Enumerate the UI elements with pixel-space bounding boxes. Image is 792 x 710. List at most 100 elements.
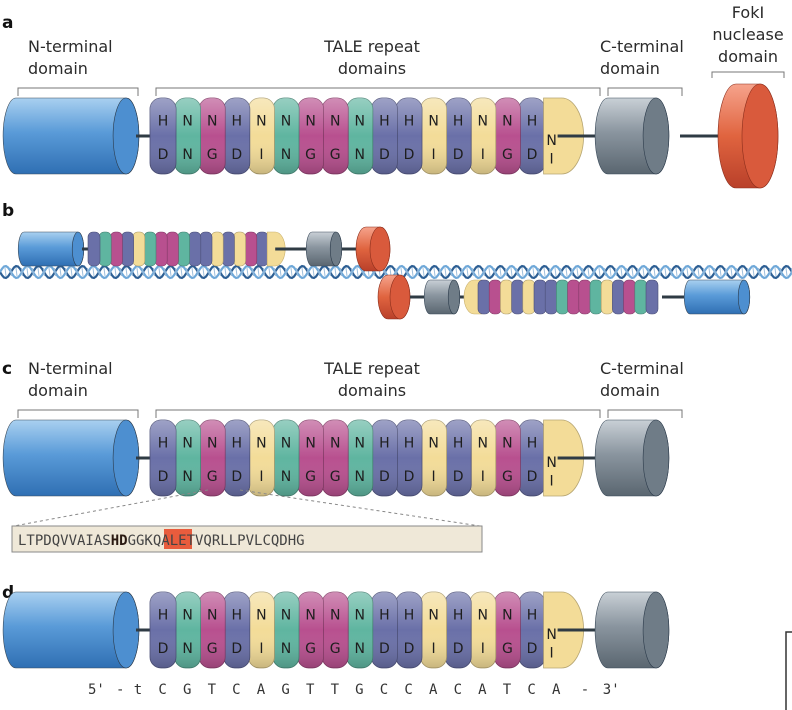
n-terminal-domain-cap (112, 97, 140, 175)
repeat-12-rvd-top: N (428, 607, 438, 623)
repeat-2: NN (174, 419, 202, 497)
dna-base-pair (703, 267, 705, 277)
dna-base-pair (103, 267, 106, 277)
dna-base-pair (125, 267, 128, 277)
dna-base: C (232, 682, 240, 698)
c-terminal-domain (594, 97, 670, 175)
repeat-3-shade (199, 98, 226, 174)
dna-base-pair (747, 267, 749, 277)
dna-base-pair (268, 267, 271, 277)
repeat-2-rvd-top: N (182, 607, 192, 623)
half-repeat-rvd-bottom: I (550, 645, 554, 661)
dna-base-pair (389, 267, 392, 277)
repeat-6-rvd-bottom: N (281, 641, 291, 657)
dna-base-pair (395, 267, 397, 277)
b-repeat-5 (132, 231, 146, 267)
repeat-5-shade (248, 592, 275, 668)
b-repeat-8 (166, 231, 179, 267)
repeat-15-shade (494, 98, 521, 174)
foki-cap (741, 83, 779, 189)
repeat-8-rvd-bottom: G (330, 469, 341, 485)
dna-base: T (503, 682, 512, 698)
tale-construct-b-upper (17, 226, 391, 272)
b-repeat-7 (154, 231, 168, 267)
dna-base-pair (384, 267, 386, 277)
half-repeat-rvd-top: N (546, 627, 556, 643)
dna-base-pair (158, 267, 161, 277)
repeat-4-rvd-top: H (232, 435, 243, 451)
repeat-15-rvd-bottom: G (502, 641, 513, 657)
dna-base-pair (675, 267, 678, 277)
repeat-8-shade (322, 98, 349, 174)
repeat-9-rvd-bottom: N (355, 147, 365, 163)
repeat-3: NG (198, 419, 226, 497)
b2-c-terminal-domain (423, 279, 461, 315)
repeat-14-rvd-top: N (478, 113, 488, 129)
repeat-14: NI (469, 97, 497, 175)
dna-base-pair (521, 267, 524, 277)
dna-base-pair (252, 267, 254, 277)
dna-base-pair (785, 267, 788, 277)
repeat-12: NI (420, 97, 448, 175)
dna-base-pair (142, 267, 144, 277)
repeat-11-rvd-top: H (404, 113, 415, 129)
b-repeat-9 (177, 231, 190, 267)
repeat-3-shade (199, 420, 226, 496)
repeat-10-rvd-top: H (379, 113, 390, 129)
dna-base-pair (312, 267, 315, 277)
repeat-10-rvd-top: H (379, 435, 390, 451)
b-repeat-10 (188, 231, 202, 267)
foki-label-line1: FokI (732, 3, 764, 22)
dna-base-pair (631, 267, 634, 277)
dna-base-pair (466, 267, 469, 277)
repeat-sequence-before: LTPDQVVAIAS (18, 533, 111, 549)
b-c-terminal-domain (305, 231, 343, 267)
dna-base-pair (659, 267, 661, 277)
repeat-11-shade (396, 420, 422, 496)
repeat-5-rvd-bottom: I (259, 469, 263, 485)
b-repeat-3 (110, 231, 123, 267)
dna-base-pair (329, 267, 331, 277)
repeat-5-rvd-bottom: I (259, 641, 263, 657)
dna-base-pair (653, 267, 656, 277)
dna-base-pair (587, 267, 590, 277)
repeat-14-rvd-bottom: I (481, 641, 485, 657)
repeat-8-shade (322, 592, 349, 668)
dna-base-pair (136, 267, 139, 277)
dna-base-pair (186, 267, 188, 277)
b-repeat-1 (87, 231, 101, 267)
repeat-9: NN (346, 419, 374, 497)
repeat-1-rvd-bottom: D (158, 469, 169, 485)
dna-base-pair (147, 267, 150, 277)
repeat-10-shade (371, 592, 398, 668)
repeat-9-rvd-top: N (355, 113, 365, 129)
dna-base-pair (725, 267, 727, 277)
repeat-13: HD (444, 591, 472, 669)
dna-base-pair (664, 267, 667, 277)
dna-base: T (208, 682, 217, 698)
n-terminal-domain (2, 591, 140, 669)
repeat-13-rvd-bottom: D (453, 641, 464, 657)
repeat-6: NN (272, 97, 300, 175)
repeat-10-rvd-bottom: D (379, 641, 390, 657)
repeat-1: HD (149, 97, 177, 175)
repeat-6-rvd-top: N (281, 435, 291, 451)
dna-base-pair (406, 267, 408, 277)
dna-base: A (552, 682, 561, 698)
half-repeat-rvd-bottom: I (550, 151, 554, 167)
dna-base-pair (323, 267, 326, 277)
repeat-11-shade (396, 592, 422, 668)
repeat-4-shade (223, 98, 250, 174)
repeat-2-shade (174, 592, 201, 668)
repeat-13: HD (444, 97, 472, 175)
half-repeat-rvd-top: N (546, 455, 556, 471)
dna-base-pair (180, 267, 183, 277)
dna-base-pair (527, 267, 529, 277)
repeat-5-shade (248, 420, 275, 496)
b2-repeat-1 (477, 279, 491, 315)
dna-base-pair (598, 267, 601, 277)
repeat-15-shade (494, 420, 521, 496)
repeat-13: HD (444, 419, 472, 497)
dna-base-pair (334, 267, 337, 277)
dna-base-pair (565, 267, 568, 277)
